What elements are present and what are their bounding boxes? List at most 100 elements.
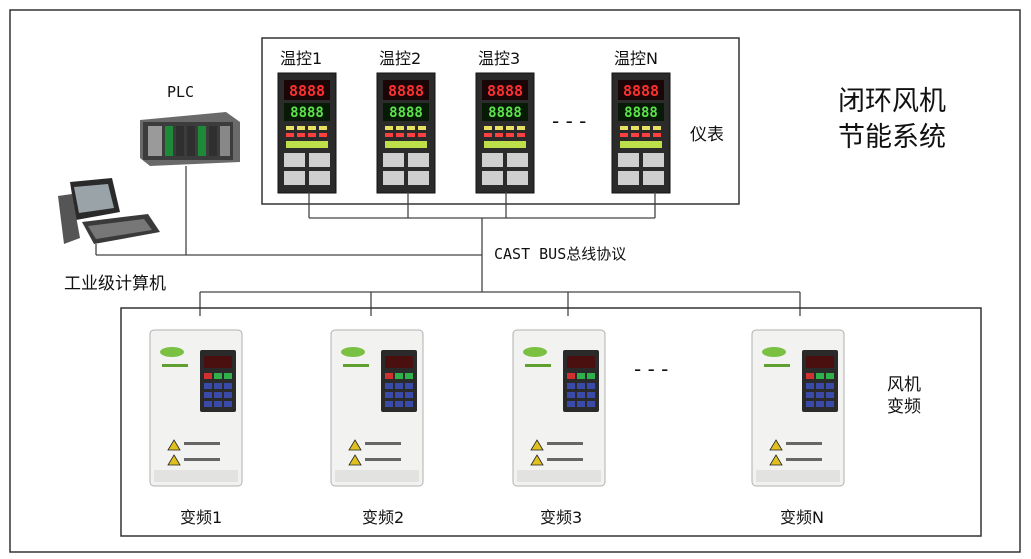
indicator-led xyxy=(653,126,661,130)
drive-key xyxy=(567,401,575,407)
caution-icon xyxy=(530,439,544,451)
drive-display xyxy=(806,356,834,368)
indicator-led xyxy=(418,126,426,130)
indicator-led xyxy=(308,133,316,137)
drive-key xyxy=(224,401,232,407)
drive-logo-stripe xyxy=(162,364,188,367)
pv-readout: 8888 xyxy=(289,82,325,100)
controller-key xyxy=(618,153,639,167)
frequency-drive: 变频3 xyxy=(512,329,606,527)
drive-key xyxy=(214,392,222,398)
drive-key xyxy=(816,392,824,398)
drive-key xyxy=(405,383,413,389)
warning-text-line xyxy=(365,458,401,461)
meter-bus-lines xyxy=(308,192,656,292)
sv-display xyxy=(284,103,330,121)
drive-bus-lines xyxy=(199,291,801,316)
sv-display xyxy=(482,103,528,121)
drive-key xyxy=(395,392,403,398)
indicator-led xyxy=(642,133,650,137)
drive-key xyxy=(385,373,393,379)
controller-key xyxy=(383,171,404,185)
drive-key xyxy=(806,373,814,379)
vfd-group-label-line1: 风机 xyxy=(887,375,921,395)
drive-key xyxy=(577,383,585,389)
drive-logo-stripe xyxy=(343,364,369,367)
pv-display xyxy=(284,80,330,100)
bar-graph xyxy=(484,141,526,148)
indicator-led xyxy=(385,126,393,130)
controller-key xyxy=(482,171,503,185)
drive-display xyxy=(385,356,413,368)
system-title-line1: 闭环风机 xyxy=(838,86,946,117)
sv-readout: 8888 xyxy=(624,105,658,121)
drive-base xyxy=(154,470,238,482)
frequency-drive: 变频N xyxy=(751,329,845,527)
indicator-led xyxy=(506,133,514,137)
bar-graph xyxy=(620,141,662,148)
drive-label: 变频2 xyxy=(362,508,404,527)
indicator-led xyxy=(396,133,404,137)
meter-group-label: 仪表 xyxy=(690,125,724,145)
drive-key xyxy=(587,373,595,379)
plc-icon xyxy=(140,112,240,166)
drive-display xyxy=(204,356,232,368)
system-title-line2: 节能系统 xyxy=(838,122,946,153)
drive-key xyxy=(826,373,834,379)
vfd-group-box xyxy=(120,307,982,537)
pv-readout: 8888 xyxy=(388,82,424,100)
drive-key xyxy=(587,401,595,407)
indicator-led xyxy=(286,133,294,137)
drive-key xyxy=(826,401,834,407)
warning-icon xyxy=(167,454,181,466)
sv-display xyxy=(618,103,664,121)
drive-key xyxy=(587,383,595,389)
drive-key xyxy=(204,383,212,389)
meter-group-box xyxy=(261,37,740,205)
indicator-led xyxy=(631,126,639,130)
plc-label: PLC xyxy=(167,83,194,101)
indicator-led xyxy=(517,133,525,137)
drive-key xyxy=(806,401,814,407)
frequency-drive: 变频2 xyxy=(330,329,424,527)
warning-text-line xyxy=(184,458,220,461)
controller-key xyxy=(643,153,664,167)
controller-key xyxy=(309,171,330,185)
drive-key xyxy=(214,373,222,379)
pv-display xyxy=(482,80,528,100)
pv-display xyxy=(383,80,429,100)
drive-key xyxy=(395,373,403,379)
sv-readout: 8888 xyxy=(488,105,522,121)
indicator-led xyxy=(319,126,327,130)
indicator-led xyxy=(653,133,661,137)
caution-text-line xyxy=(786,442,822,445)
indicator-led xyxy=(484,126,492,130)
drive-key xyxy=(816,401,824,407)
warning-icon xyxy=(769,454,783,466)
computer-icon xyxy=(58,178,160,244)
controller-label: 温控3 xyxy=(478,49,520,68)
computer-label: 工业级计算机 xyxy=(64,274,166,294)
drive-key xyxy=(806,383,814,389)
temperature-controller: 温控N 8888 8888 xyxy=(611,49,671,194)
indicator-led xyxy=(308,126,316,130)
controller-label: 温控N xyxy=(614,49,658,68)
indicator-led xyxy=(286,126,294,130)
controller-key xyxy=(482,153,503,167)
drive-key xyxy=(577,401,585,407)
drive-label: 变频N xyxy=(780,508,824,527)
drive-key xyxy=(826,392,834,398)
indicator-led xyxy=(495,133,503,137)
drive-logo xyxy=(762,347,786,357)
warning-text-line xyxy=(786,458,822,461)
drive-key xyxy=(214,383,222,389)
drive-logo xyxy=(341,347,365,357)
drive-key xyxy=(806,392,814,398)
drive-key xyxy=(204,401,212,407)
drive-base xyxy=(335,470,419,482)
drive-key xyxy=(567,373,575,379)
pv-readout: 8888 xyxy=(623,82,659,100)
